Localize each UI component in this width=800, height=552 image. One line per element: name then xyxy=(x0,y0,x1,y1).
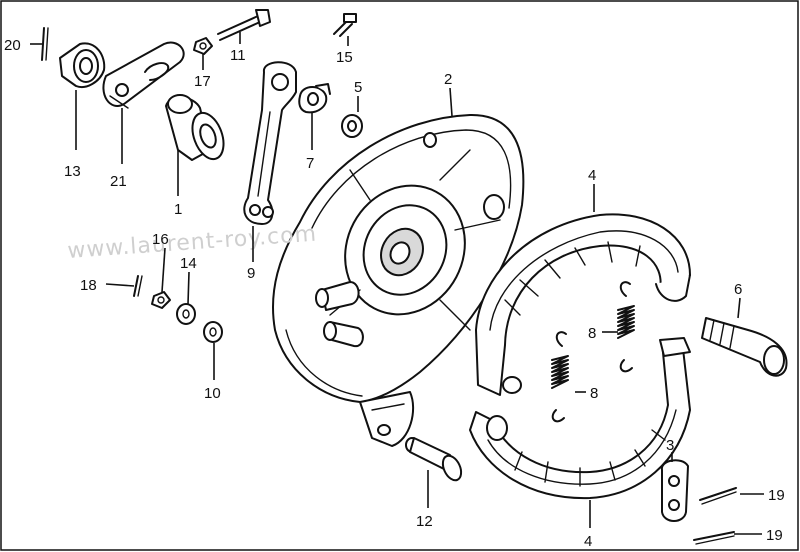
leader-lines xyxy=(30,32,764,535)
callout-labels: 20 13 21 1 17 11 15 7 5 2 9 16 14 18 10 … xyxy=(4,37,785,550)
callout-16: 16 xyxy=(152,231,169,248)
callout-5: 5 xyxy=(354,79,362,96)
pin-18 xyxy=(133,275,143,297)
callout-13: 13 xyxy=(64,163,81,180)
callout-17: 17 xyxy=(194,73,211,90)
callout-14: 14 xyxy=(180,255,197,272)
nut-17 xyxy=(193,37,213,55)
callout-4-lower: 4 xyxy=(584,533,592,550)
spring-upper xyxy=(617,281,635,373)
callout-9: 9 xyxy=(247,265,255,282)
callout-12: 12 xyxy=(416,513,433,530)
brake-shoe-lower xyxy=(469,337,691,500)
bolt-15 xyxy=(333,13,357,37)
callout-8-lower: 8 xyxy=(590,385,598,402)
cotter-pins xyxy=(693,487,737,545)
washer-5 xyxy=(341,114,363,138)
callout-19-upper: 19 xyxy=(768,487,785,504)
callout-21: 21 xyxy=(110,173,127,190)
cotter-pin-20 xyxy=(41,27,49,61)
brake-shoe-upper xyxy=(475,213,691,396)
callout-1: 1 xyxy=(174,201,182,218)
bolt-11 xyxy=(217,9,271,41)
dust-seal-13 xyxy=(59,42,106,88)
anchor-pin xyxy=(405,437,463,482)
callout-15: 15 xyxy=(336,49,353,66)
callout-3: 3 xyxy=(666,437,674,454)
callout-18: 18 xyxy=(80,277,97,294)
callout-4-upper: 4 xyxy=(588,167,596,184)
washer-7 xyxy=(298,83,331,114)
collar-1 xyxy=(165,94,225,161)
washer-10 xyxy=(203,321,223,343)
callout-2: 2 xyxy=(444,71,452,88)
spring-lower xyxy=(551,331,569,423)
lock-plate xyxy=(660,459,689,522)
callout-10: 10 xyxy=(204,385,221,402)
washer-14 xyxy=(176,303,196,325)
callout-20: 20 xyxy=(4,37,21,54)
callout-11: 11 xyxy=(230,47,246,64)
callout-7: 7 xyxy=(306,155,314,172)
callout-19-lower: 19 xyxy=(766,527,783,544)
brake-arm xyxy=(243,61,297,225)
callout-8-upper: 8 xyxy=(588,325,596,342)
camshaft xyxy=(701,317,788,377)
nut-16 xyxy=(151,291,171,309)
link-plate-21 xyxy=(102,41,185,109)
callout-6: 6 xyxy=(734,281,742,298)
brake-panel xyxy=(272,113,525,447)
